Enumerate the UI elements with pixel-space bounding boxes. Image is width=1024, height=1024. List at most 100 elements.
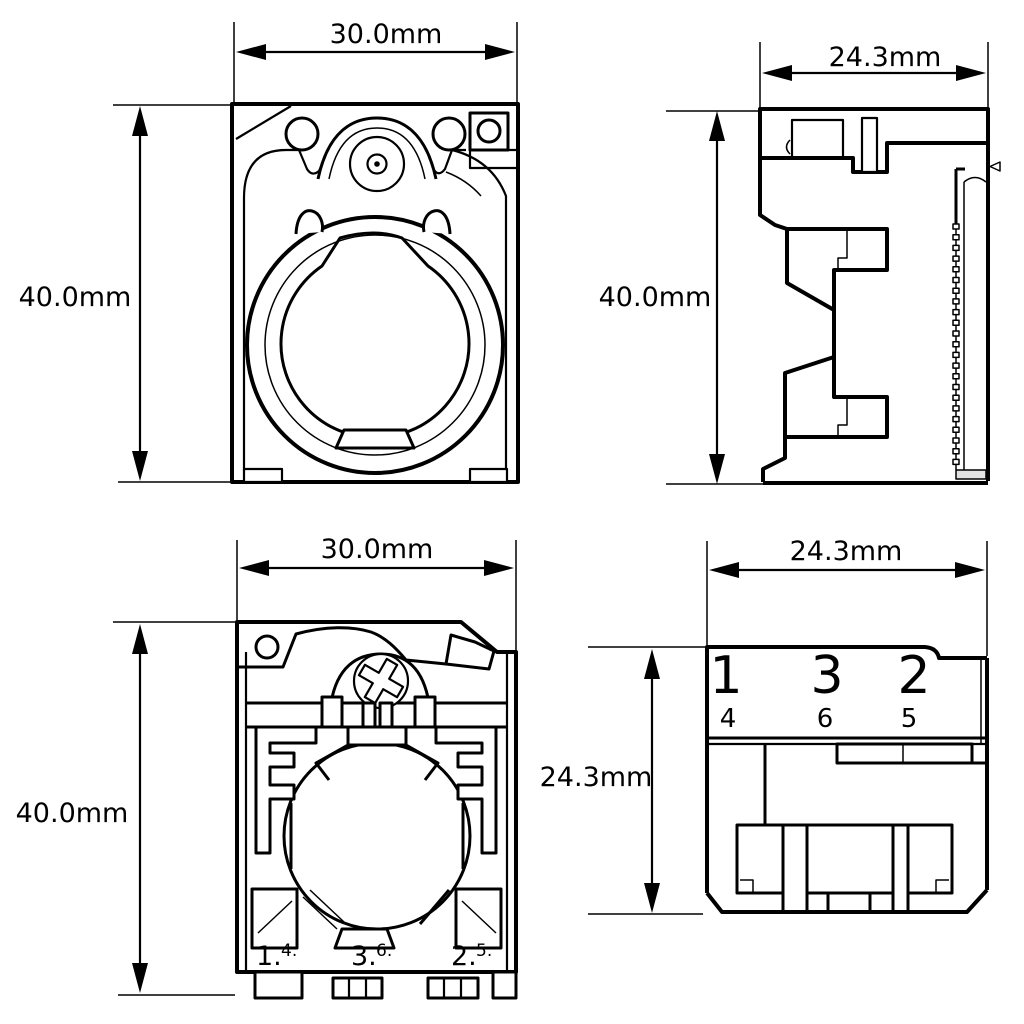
foot-notch xyxy=(442,976,463,1000)
terminal-sup: 5. xyxy=(476,941,492,961)
arrowhead-left-icon xyxy=(762,65,792,81)
arrowhead-up-icon xyxy=(132,106,148,136)
arrowhead-left-icon xyxy=(709,562,739,578)
opening-top-cuts xyxy=(314,743,440,781)
corner-chamfer xyxy=(235,105,292,140)
side-height-dimension: 40.0mm xyxy=(599,110,763,485)
arrowhead-right-icon xyxy=(485,44,515,60)
small-arc-detail xyxy=(785,139,791,155)
rear-width-dimension: 30.0mm xyxy=(236,534,517,651)
contact-number-3: 3 xyxy=(810,646,843,706)
center-post-left xyxy=(361,701,377,729)
foot-notch xyxy=(347,976,368,1000)
front-height-dimension: 40.0mm xyxy=(19,104,232,483)
front-height-label: 40.0mm xyxy=(19,282,132,313)
contact-number-5: 5 xyxy=(901,704,918,734)
bracket-left xyxy=(254,725,318,855)
rear-top-contour xyxy=(237,626,447,669)
bottom-feet-edge xyxy=(705,888,989,914)
body-profile xyxy=(758,109,889,482)
foot-tab xyxy=(491,970,518,1000)
ring-tab-left xyxy=(294,209,324,235)
center-post-right xyxy=(378,701,394,729)
terminal-main: 3. xyxy=(351,941,377,972)
bottom-view: 24.3mm 24.3mm 1 3 2 4 6 5 xyxy=(540,536,989,915)
rear-part: 1. 4. 3. 6. 2. 5. xyxy=(235,620,518,1000)
rear-height-dimension: 40.0mm xyxy=(16,621,235,996)
arrowhead-down-icon xyxy=(709,454,725,484)
side-part xyxy=(758,107,1001,485)
terminal-main: 1. xyxy=(256,941,282,972)
bottom-height-dimension: 24.3mm xyxy=(540,646,705,915)
bottom-housing-outline xyxy=(705,645,989,893)
ring-tab-right xyxy=(422,209,452,235)
base-block xyxy=(735,823,954,895)
arrowhead-down-icon xyxy=(644,883,660,913)
screw-hump-outer xyxy=(316,116,438,180)
arrowhead-down-icon xyxy=(132,451,148,481)
front-view: 30.0mm 40.0mm xyxy=(19,19,520,484)
bottom-width-label: 24.3mm xyxy=(790,536,903,567)
terminal-box-right xyxy=(454,887,503,950)
opening-chamfer-left xyxy=(302,889,345,930)
arrowhead-right-icon xyxy=(955,562,985,578)
ring-outer xyxy=(245,215,505,475)
latch-lug xyxy=(444,633,496,671)
terminal-label-2-5: 2. 5. xyxy=(451,941,492,972)
center-foot xyxy=(826,891,872,914)
front-housing-outline xyxy=(230,102,520,484)
side-view: 24.3mm 40.0mm xyxy=(599,42,1001,485)
bottom-part: 1 3 2 4 6 5 xyxy=(705,645,989,914)
mount-pillar-left xyxy=(781,823,809,914)
corner-box-lower xyxy=(468,148,520,170)
arrowhead-up-icon xyxy=(709,111,725,141)
side-width-label: 24.3mm xyxy=(829,42,942,73)
edge-marker-icon xyxy=(989,161,1001,172)
profile-step-details xyxy=(837,229,848,437)
contact-number-2: 2 xyxy=(897,646,930,706)
terminal-label-3-6: 3. 6. xyxy=(351,941,392,972)
inner-plate-edge xyxy=(445,171,482,197)
foot-tab xyxy=(426,976,480,1000)
opening-top-cap xyxy=(346,725,408,747)
front-width-label: 30.0mm xyxy=(330,19,443,50)
arrowhead-down-icon xyxy=(132,963,148,993)
terminal-label-1-4: 1. 4. xyxy=(256,941,297,972)
foot-tab xyxy=(253,970,304,1000)
strip-cap-arc xyxy=(963,176,987,183)
front-part xyxy=(230,102,520,484)
front-width-dimension: 30.0mm xyxy=(233,19,518,104)
rear-width-label: 30.0mm xyxy=(321,534,434,565)
opening-chamfer-right xyxy=(418,889,451,925)
terminal-sup: 4. xyxy=(281,941,297,961)
rear-view: 30.0mm 40.0mm xyxy=(16,534,518,1000)
bottom-height-label: 24.3mm xyxy=(540,762,653,793)
bracket-right xyxy=(434,725,498,855)
bottom-width-dimension: 24.3mm xyxy=(706,536,988,656)
base-step-details xyxy=(740,879,949,892)
arrowhead-up-icon xyxy=(132,624,148,654)
terminal-sup: 6. xyxy=(376,941,392,961)
opening-bottom-tab xyxy=(334,428,416,450)
band-tab-right xyxy=(413,695,437,729)
inner-plate-outline xyxy=(242,148,508,470)
arrowhead-right-icon xyxy=(484,560,514,576)
terminal-main: 2. xyxy=(451,941,477,972)
mounting-hole-right-icon xyxy=(431,116,467,152)
opening-bottom-tab xyxy=(333,927,396,950)
ring-inner xyxy=(264,234,486,456)
arrowhead-up-icon xyxy=(644,649,660,679)
arrowhead-right-icon xyxy=(956,65,986,81)
foot-block-right xyxy=(468,467,509,484)
side-height-label: 40.0mm xyxy=(599,282,712,313)
mounting-hole-left-icon xyxy=(284,116,320,152)
arrowhead-left-icon xyxy=(239,560,269,576)
corner-hole-icon xyxy=(476,118,502,144)
terminal-box-right-detail xyxy=(461,900,497,934)
band-tab-left xyxy=(320,695,344,729)
mount-pillar-right xyxy=(891,823,910,914)
snap-clip xyxy=(860,116,879,174)
foot-block-left xyxy=(242,467,284,484)
